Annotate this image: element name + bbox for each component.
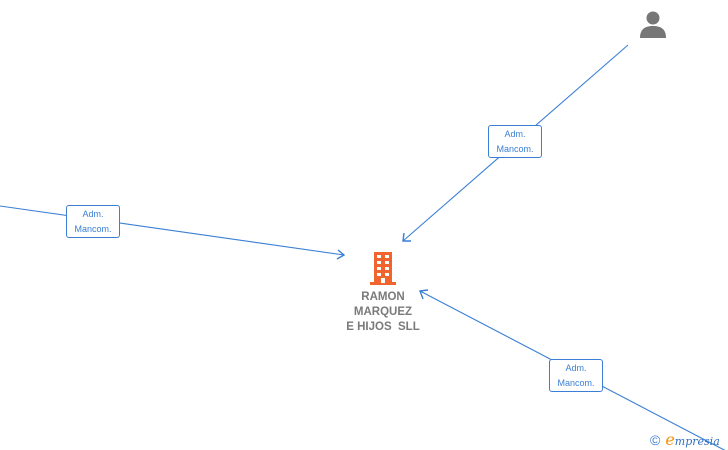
arrowhead-bottom-right-edge	[419, 289, 429, 300]
person-icon	[640, 11, 666, 38]
company-node[interactable]: RAMON MARQUEZ E HIJOS SLL	[331, 250, 435, 335]
relation-label-role: Adm.	[82, 208, 104, 219]
edge-left-to-company	[0, 205, 345, 256]
brand-logo: empresia	[665, 430, 719, 449]
relation-label-role: Adm.	[504, 128, 526, 139]
brand-initial: e	[665, 430, 675, 449]
company-name-line: MARQUEZ	[353, 306, 413, 318]
relation-label-type: Mancom.	[557, 377, 595, 388]
person-node[interactable]	[637, 9, 669, 41]
brand-name: mpresia	[674, 435, 720, 448]
relation-label-role: Adm.	[565, 362, 587, 373]
empresia-watermark: © empresia	[650, 430, 720, 449]
company-name: RAMON MARQUEZ E HIJOS SLL	[331, 290, 435, 335]
relation-label[interactable]: Adm. Mancom.	[488, 125, 542, 158]
company-name-line: E HIJOS SLL	[346, 321, 420, 333]
building-icon	[370, 252, 396, 285]
copyright-icon: ©	[650, 431, 661, 448]
company-name-line: RAMON	[361, 291, 405, 303]
arrowhead-left-edge	[336, 249, 346, 260]
relation-label-type: Mancom.	[74, 223, 112, 234]
relation-label[interactable]: Adm. Mancom.	[549, 359, 603, 392]
relation-label-type: Mancom.	[496, 143, 534, 154]
arrowhead-person-edge	[402, 232, 411, 242]
relation-label[interactable]: Adm. Mancom.	[66, 205, 120, 238]
